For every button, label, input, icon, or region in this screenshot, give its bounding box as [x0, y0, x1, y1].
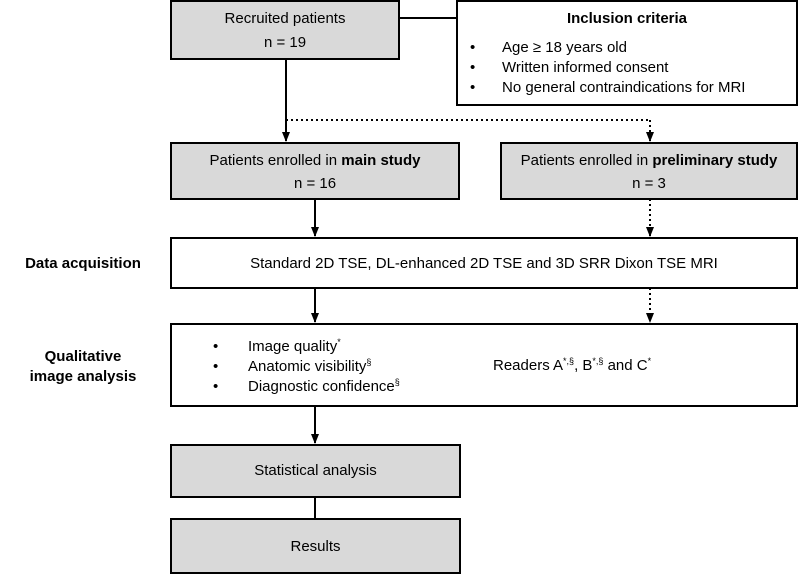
main-study-bold: main study — [341, 152, 421, 169]
preliminary-study-label: Patients enrolled in preliminary study — [502, 152, 796, 170]
bullet: • — [213, 338, 219, 355]
inclusion-criteria-list: • Age ≥ 18 years old • Written informed co… — [470, 38, 790, 98]
preliminary-study-bold: preliminary study — [652, 152, 778, 169]
criterion-text: No general contraindications for MRI — [502, 79, 746, 96]
list-item: • Age ≥ 18 years old — [470, 38, 790, 58]
data-acquisition-text: Standard 2D TSE, DL-enhanced 2D TSE and … — [250, 255, 718, 272]
qualitative-label: Qualitative image analysis — [8, 347, 158, 387]
list-item: • Diagnostic confidence§ — [213, 377, 443, 397]
readers-prefix: Readers A — [493, 357, 564, 374]
analysis-item-text: Diagnostic confidence — [248, 378, 395, 395]
main-study-label: Patients enrolled in main study — [172, 152, 458, 170]
recruited-patients-box: Recruited patients n = 19 — [170, 0, 400, 60]
list-item: • Image quality* — [213, 337, 443, 357]
criterion-text: Written informed consent — [502, 59, 669, 76]
bullet: • — [470, 39, 476, 56]
criterion-text: Age ≥ 18 years old — [502, 39, 627, 56]
inclusion-criteria-title: Inclusion criteria — [566, 10, 688, 27]
bullet: • — [470, 79, 476, 96]
main-study-box: Patients enrolled in main study n = 16 — [170, 142, 460, 200]
analysis-item-text: Image quality — [248, 338, 338, 355]
list-item: • Written informed consent — [470, 58, 790, 78]
qualitative-label-line1: Qualitative — [44, 348, 122, 365]
analysis-item-sup: * — [337, 337, 341, 347]
analysis-item-sup: § — [394, 377, 400, 387]
qualitative-items-list: •Image quality* •Anatomic visibility§ •D… — [213, 337, 443, 397]
readers-sup-a: *,§ — [563, 356, 575, 366]
readers-sup-b: *,§ — [592, 356, 604, 366]
qualitative-analysis-box — [170, 323, 798, 407]
statistical-analysis-box: Statistical analysis — [170, 444, 461, 498]
bullet: • — [470, 59, 476, 76]
readers-text: Readers A*,§, B*,§ and C* — [493, 356, 651, 376]
list-item: • Anatomic visibility§ — [213, 357, 443, 377]
data-acquisition-box: Standard 2D TSE, DL-enhanced 2D TSE and … — [170, 237, 798, 289]
main-study-prefix: Patients enrolled in — [209, 152, 342, 169]
readers-sup-c: * — [647, 356, 652, 366]
list-item: • No general contraindications for MRI — [470, 78, 790, 98]
data-acquisition-label: Data acquisition — [25, 255, 141, 272]
results-label: Results — [290, 538, 341, 555]
analysis-item: Image quality* — [248, 337, 341, 357]
results-box: Results — [170, 518, 461, 574]
preliminary-study-prefix: Patients enrolled in — [520, 152, 653, 169]
recruited-patients-count: n = 19 — [263, 34, 307, 51]
preliminary-study-box: Patients enrolled in preliminary study n… — [500, 142, 798, 200]
readers-mid1: , B — [574, 357, 593, 374]
analysis-item: Diagnostic confidence§ — [248, 377, 400, 397]
statistical-analysis-label: Statistical analysis — [254, 462, 377, 479]
readers-mid2: and C — [603, 357, 648, 374]
analysis-item: Anatomic visibility§ — [248, 357, 371, 377]
inclusion-criteria-box: Inclusion criteria • Age ≥ 18 years old •… — [456, 0, 798, 106]
recruited-patients-label: Recruited patients — [224, 10, 346, 27]
main-study-count: n = 16 — [293, 175, 337, 192]
analysis-item-text: Anatomic visibility — [248, 358, 367, 375]
preliminary-study-count: n = 3 — [632, 175, 666, 192]
bullet: • — [213, 358, 219, 375]
bullet: • — [213, 378, 219, 395]
qualitative-label-line2: image analysis — [29, 368, 137, 385]
analysis-item-sup: § — [366, 357, 372, 367]
